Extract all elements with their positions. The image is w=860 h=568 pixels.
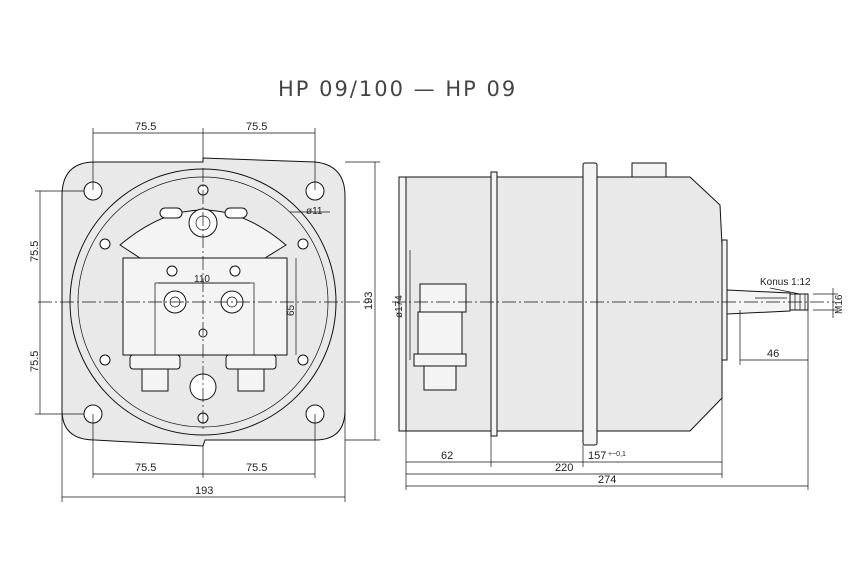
drawing-title: HP 09/100 — HP 09 — [278, 77, 517, 101]
dim-left-lower: 75.5 — [29, 351, 41, 372]
bolt-hole-right-top — [297, 238, 309, 250]
dim-274: 274 — [598, 474, 616, 486]
side-fitting-body — [417, 311, 463, 355]
bolt-hole-left-bottom — [99, 354, 111, 366]
dim-bottom-right: 75.5 — [246, 462, 267, 474]
bolt-hole-right-bottom — [297, 354, 309, 366]
side-view: ø174 Konus 1:12 M16 46 62 157 +−0,1 220 … — [392, 162, 845, 490]
dim-220: 220 — [555, 462, 573, 474]
fitting-left-nut — [129, 354, 181, 370]
fitting-right-body — [237, 368, 265, 392]
dim-thread: M16 — [834, 294, 845, 314]
side-top-knob — [631, 162, 667, 178]
dim-157: 157 — [588, 450, 606, 462]
side-shaft-cone — [726, 289, 791, 315]
dim-bottom-left: 75.5 — [135, 462, 156, 474]
label-cone: Konus 1:12 — [760, 277, 811, 288]
screw-top-left — [166, 265, 178, 277]
dim-overall-height: 193 — [363, 292, 375, 310]
side-fitting-nut — [413, 353, 467, 367]
bracket-slot-right — [224, 207, 248, 219]
side-rear-band — [582, 162, 598, 446]
dim-overall-width: 193 — [195, 485, 213, 497]
dim-hole-dia: ø11 — [306, 206, 323, 217]
side-cylinder — [496, 176, 584, 432]
fitting-left-body — [141, 368, 169, 392]
side-fitting-end — [423, 365, 457, 391]
dim-62: 62 — [441, 450, 453, 462]
valve-block — [122, 257, 288, 356]
dim-port-spacing: 110 — [194, 274, 210, 285]
side-fitting-elbow — [419, 283, 467, 313]
side-rear-face — [721, 239, 728, 361]
dim-157-tol: +−0,1 — [608, 451, 626, 458]
dim-top-left: 75.5 — [135, 121, 156, 133]
dim-left-upper: 75.5 — [29, 241, 41, 262]
dim-port-height: 65 — [286, 304, 297, 316]
fitting-right-nut — [225, 354, 277, 370]
side-rear-body — [596, 176, 723, 432]
dim-body-dia: ø174 — [394, 295, 405, 318]
dim-top-right: 75.5 — [246, 121, 267, 133]
dim-shaft-length: 46 — [767, 348, 779, 360]
side-ring — [490, 171, 498, 437]
screw-top-right — [229, 265, 241, 277]
bracket-slot-left — [159, 207, 183, 219]
bolt-hole-left-top — [99, 238, 111, 250]
front-view: 75.5 75.5 75.5 75.5 193 75.5 75.5 193 ø1… — [29, 121, 380, 502]
